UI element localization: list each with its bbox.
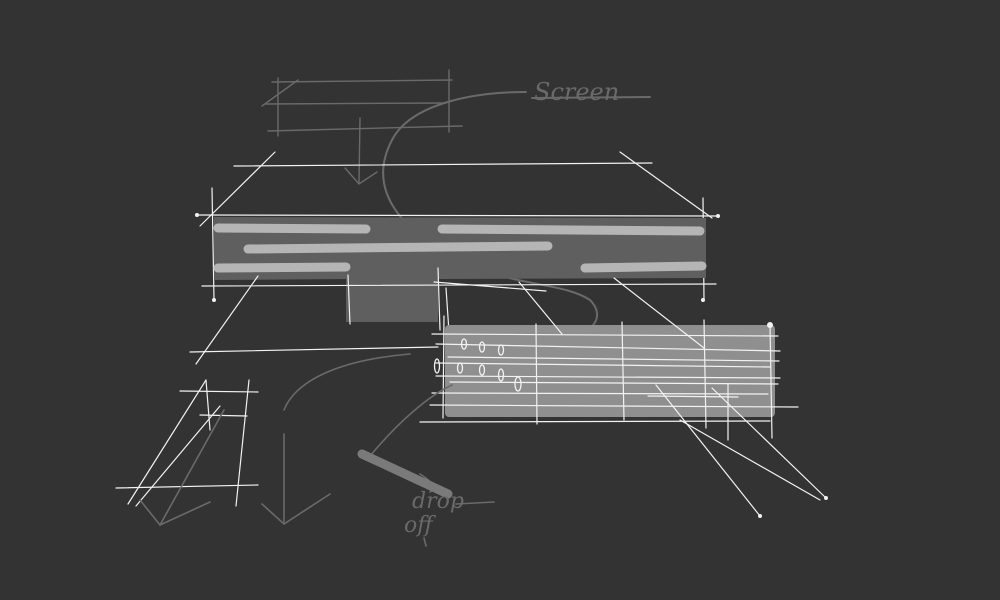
faint-down-arrow xyxy=(344,117,378,185)
table-row-lines xyxy=(419,333,799,423)
table-row-marks xyxy=(433,338,522,392)
stroke-end-dots xyxy=(195,213,828,518)
off-annotation: off xyxy=(404,513,436,538)
dark-block-outline xyxy=(189,267,717,365)
screen-annotation-underline xyxy=(531,96,651,99)
drop-annotation-tail xyxy=(455,501,495,505)
block-highlight-bars xyxy=(213,223,707,273)
screen-annotation: Screen xyxy=(534,78,619,106)
connector-diagonals xyxy=(518,277,827,517)
faint-bottom-arrows xyxy=(139,353,453,526)
faint-screen-frame xyxy=(261,69,463,137)
off-annotation-tail xyxy=(423,537,427,547)
table-column-lines xyxy=(442,315,773,441)
perspective-top-lines xyxy=(196,151,719,301)
drop-annotation: drop xyxy=(412,489,464,514)
dark-t-block xyxy=(214,217,706,322)
light-table-block xyxy=(445,325,775,417)
drag-stroke xyxy=(357,449,453,499)
bottom-left-sketch xyxy=(115,379,259,507)
